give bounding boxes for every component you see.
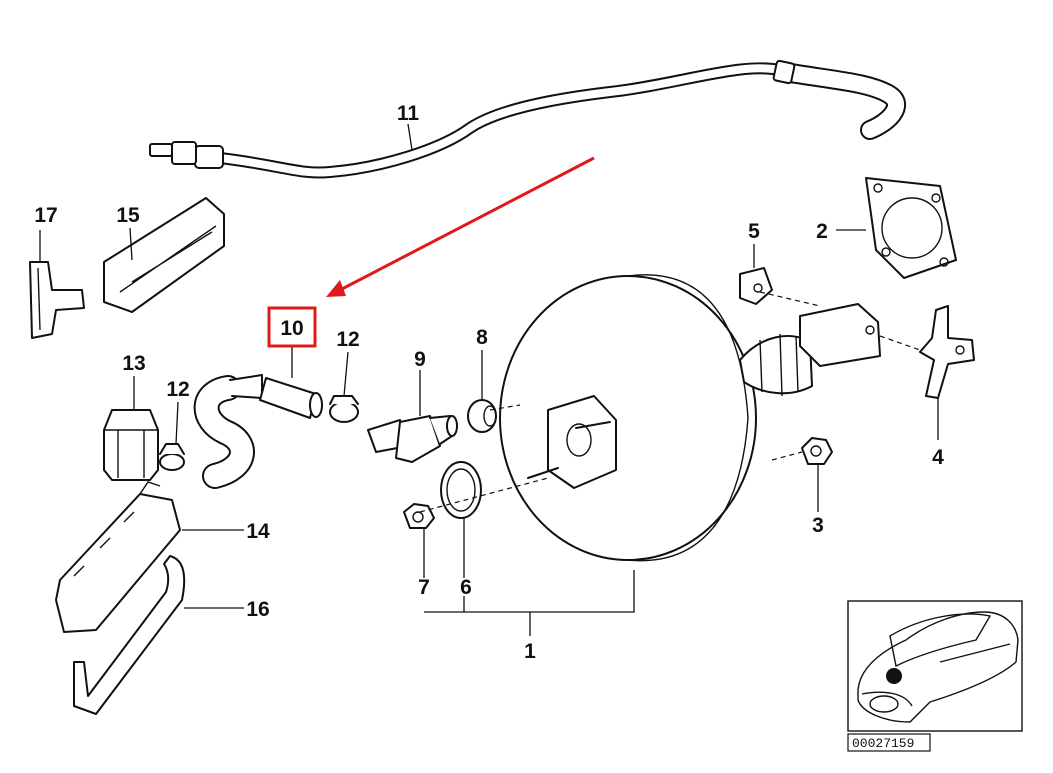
callout-15: 15 bbox=[116, 204, 140, 227]
callout-2: 2 bbox=[816, 220, 828, 243]
leader-lines bbox=[39, 123, 939, 636]
red-pointer-arrow bbox=[326, 156, 595, 297]
nut-3 bbox=[801, 437, 833, 465]
callout-8: 8 bbox=[476, 326, 488, 349]
callout-14: 14 bbox=[246, 520, 270, 543]
hose-clamp-12-right bbox=[329, 395, 359, 423]
callout-13: 13 bbox=[122, 352, 145, 375]
vacuum-hose-10 bbox=[193, 374, 323, 489]
brake-booster-1 bbox=[499, 274, 881, 562]
elbow-connector-9 bbox=[367, 415, 458, 463]
callout-1: 1 bbox=[524, 640, 536, 663]
gasket-2 bbox=[865, 177, 957, 279]
callout-6: 6 bbox=[460, 576, 472, 599]
callout-5: 5 bbox=[748, 220, 760, 243]
o-ring-6 bbox=[440, 461, 482, 519]
holder-14 bbox=[55, 481, 181, 633]
callout-3: 3 bbox=[812, 514, 824, 537]
pin-bracket-4 bbox=[919, 305, 975, 399]
bracket-16 bbox=[73, 555, 186, 715]
nut-7 bbox=[403, 503, 435, 529]
vehicle-locator-inset: 00027159 bbox=[847, 600, 1023, 752]
vacuum-line-11 bbox=[149, 59, 906, 179]
bracket-17 bbox=[29, 261, 85, 339]
callout-9: 9 bbox=[414, 348, 426, 371]
callout-4: 4 bbox=[932, 446, 944, 469]
highlight-box-10 bbox=[267, 306, 317, 348]
callout-17: 17 bbox=[34, 204, 57, 227]
callout-16: 16 bbox=[246, 598, 269, 621]
callout-7: 7 bbox=[418, 576, 430, 599]
hose-clamp-12-left bbox=[159, 443, 185, 471]
reference-number: 00027159 bbox=[852, 736, 914, 751]
callout-11: 11 bbox=[397, 102, 420, 125]
grommet-13 bbox=[103, 409, 159, 481]
callout-12-left: 12 bbox=[166, 378, 189, 401]
grommet-8 bbox=[467, 399, 497, 433]
callout-10: 10 bbox=[280, 317, 303, 340]
clip-strip-15 bbox=[103, 197, 225, 313]
clip-5 bbox=[739, 267, 773, 305]
callout-12-right: 12 bbox=[336, 328, 359, 351]
